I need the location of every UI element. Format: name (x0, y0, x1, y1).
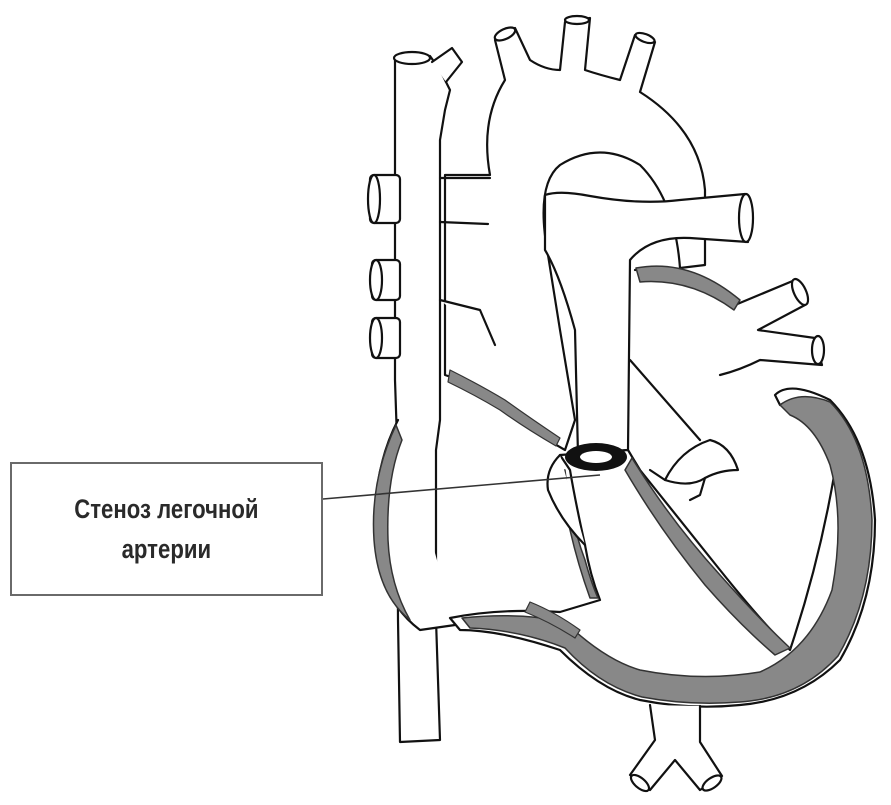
left-vessels (368, 175, 400, 358)
inferior-vessel (630, 705, 722, 790)
stenosis-label-line1: Стеноз легочной (74, 489, 258, 529)
mitral-valve (665, 440, 738, 484)
stenosis-label: Стеноз легочной артерии (74, 489, 258, 569)
stenosis-label-line2: артерии (74, 529, 258, 569)
stenosis-label-box: Стеноз легочной артерии (10, 462, 323, 596)
stenosis-ring (565, 443, 627, 471)
vena-cava (395, 56, 450, 742)
